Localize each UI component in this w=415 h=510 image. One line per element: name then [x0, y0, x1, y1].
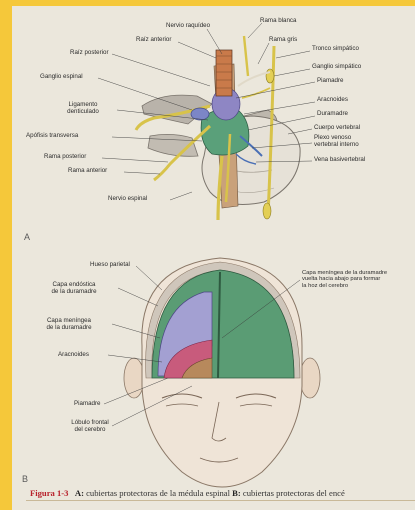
label-ganglio-espinal: Ganglio espinal: [40, 74, 83, 81]
caption-a-label: A:: [75, 488, 84, 498]
label-piamadre-b: Piamadre: [74, 401, 100, 408]
label-ganglio-simpatico: Ganglio simpático: [312, 64, 361, 71]
label-ligamento-denticulado: Ligamento denticulado: [50, 102, 116, 115]
figure-b-letter: B: [22, 474, 28, 484]
figure-caption: Figura 1-3 A: cubiertas protectoras de l…: [30, 488, 415, 498]
label-lobulo-frontal: Lóbulo frontal del cerebro: [64, 420, 116, 433]
label-hueso-parietal: Hueso parietal: [90, 262, 130, 269]
label-raiz-posterior: Raíz posterior: [70, 50, 109, 57]
label-capa-endostica: Capa endóstica de la duramadre: [32, 282, 116, 295]
figure-a-letter: A: [24, 232, 30, 242]
label-aracnoides-b: Aracnoides: [58, 352, 89, 359]
label-nervio-raquideo: Nervio raquídeo: [166, 23, 210, 30]
textbook-page: Nervio raquídeo Rama blanca Raíz anterio…: [12, 6, 415, 510]
caption-b-text: cubiertas protectoras del encé: [241, 488, 345, 498]
caption-rule: [26, 500, 415, 501]
label-vena-basivertebral: Vena basivertebral: [314, 157, 365, 164]
label-rama-gris: Rama gris: [269, 37, 297, 44]
caption-a-text: cubiertas protectoras de la médula espin…: [84, 488, 232, 498]
label-rama-blanca: Rama blanca: [260, 18, 296, 25]
label-apofisis-transversa: Apófisis transversa: [26, 133, 78, 140]
label-duramadre: Duramadre: [317, 111, 348, 118]
label-aracnoides: Aracnoides: [317, 97, 348, 104]
label-tronco-simpatico: Tronco simpático: [312, 46, 359, 53]
label-capa-meningea: Capa meníngea de la duramadre: [28, 318, 110, 331]
caption-b-label: B:: [232, 488, 241, 498]
label-rama-anterior: Rama anterior: [68, 168, 107, 175]
label-nervio-espinal: Nervio espinal: [108, 196, 147, 203]
label-piamadre: Piamadre: [317, 78, 343, 85]
label-cuerpo-vertebral: Cuerpo vertebral: [314, 125, 360, 132]
label-plexo-venoso: Plexo venoso vertebral interno: [314, 135, 359, 148]
label-raiz-anterior: Raíz anterior: [136, 37, 171, 44]
caption-figure-label: Figura 1-3: [30, 488, 68, 498]
label-rama-posterior: Rama posterior: [44, 154, 86, 161]
label-capa-vuelta: Capa meníngea de la duramadre vuelta hac…: [302, 270, 387, 289]
anatomy-illustrations: [12, 6, 415, 510]
vertebra-illustration: [136, 36, 300, 220]
head-illustration: [124, 258, 320, 487]
